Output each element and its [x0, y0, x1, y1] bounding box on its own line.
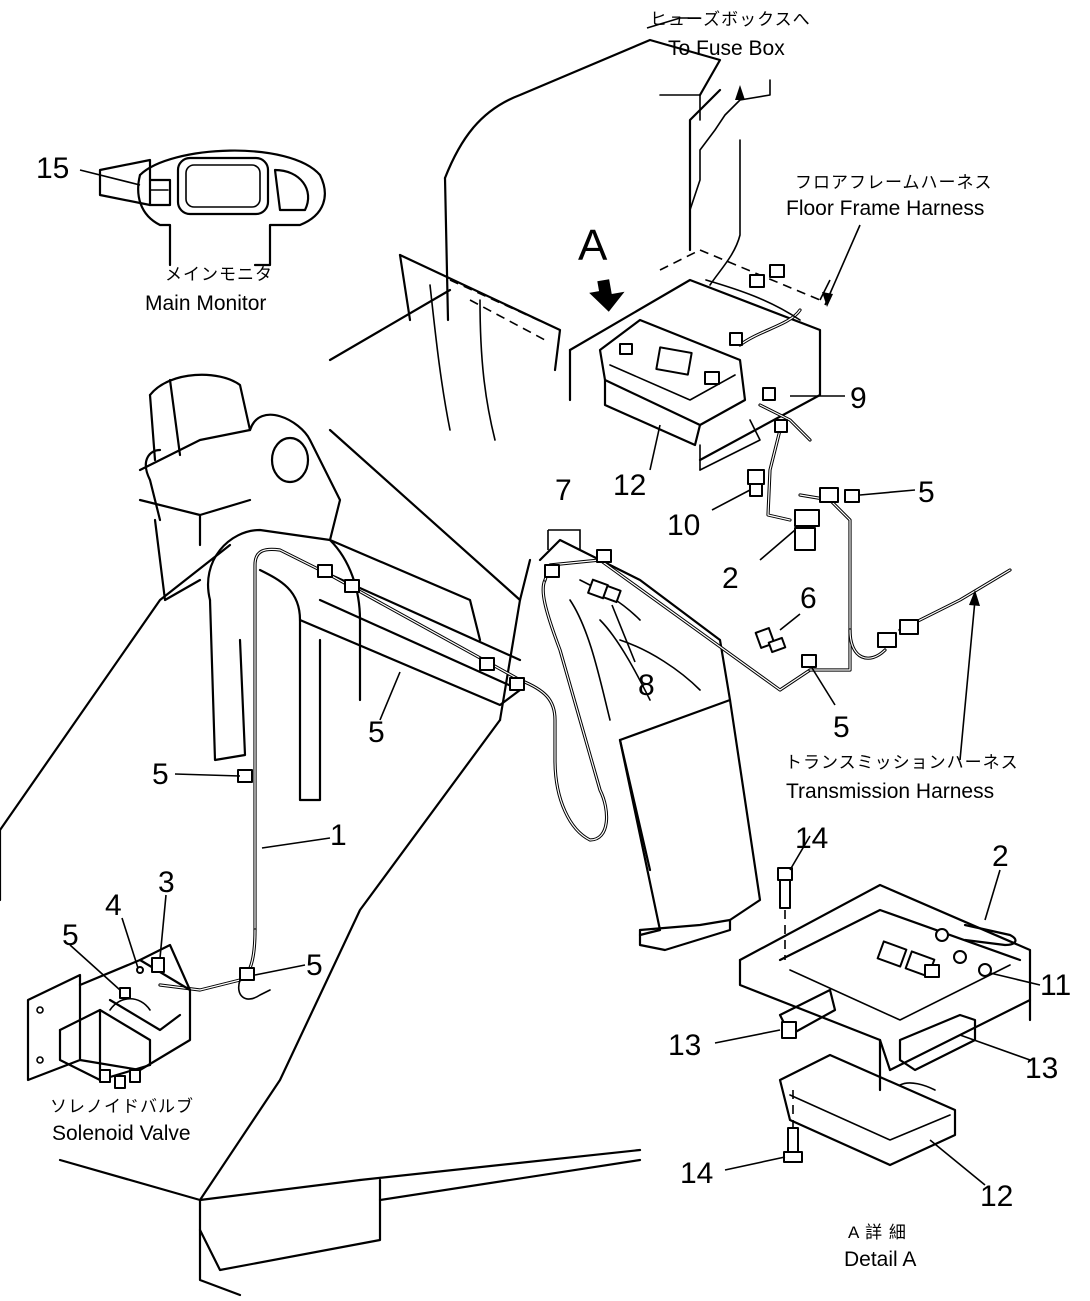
- connector-1: [794, 509, 820, 527]
- clip-9: [801, 654, 817, 668]
- label-floor-harness-en: Floor Frame Harness: [786, 197, 984, 220]
- callout-5-valve: 5: [62, 919, 79, 952]
- connector-5: [899, 619, 919, 635]
- bolt-10: [747, 469, 765, 497]
- connector-3: [819, 487, 839, 503]
- bolt-14-top: [777, 867, 793, 960]
- clips-and-connectors: [237, 264, 919, 981]
- label-fuse-box-jp: ヒューズボックスへ: [650, 10, 811, 29]
- callout-2-detail: 2: [992, 840, 1009, 873]
- connector-6: [762, 387, 776, 401]
- connector-10: [749, 274, 765, 288]
- callout-12-top: 12: [613, 469, 646, 502]
- detail-a-drawing: [738, 867, 1032, 1167]
- callout-2-mid: 2: [722, 562, 739, 595]
- bolt-8: [587, 578, 622, 604]
- callout-6: 6: [800, 582, 817, 615]
- callout-1: 1: [330, 819, 347, 852]
- label-transmission-harness-en: Transmission Harness: [786, 780, 994, 803]
- text-labels: ヒューズボックスへ To Fuse Box フロアフレームハーネス Floor …: [50, 10, 1019, 1271]
- callout-13-left: 13: [668, 1029, 701, 1062]
- clip-8: [596, 549, 612, 563]
- callout-5-valve-clip: 5: [306, 949, 323, 982]
- callout-5-trans: 5: [833, 711, 850, 744]
- label-solenoid-valve-jp: ソレノイドバルブ: [50, 1096, 194, 1116]
- clip-4: [509, 677, 525, 691]
- leader-lines: [69, 17, 1041, 1186]
- label-fuse-box-en: To Fuse Box: [668, 37, 785, 60]
- callout-8: 8: [638, 669, 655, 702]
- machine-frame-drawing: [0, 38, 762, 1297]
- callout-5-left: 5: [152, 758, 169, 791]
- callout-11: 11: [1040, 969, 1071, 1002]
- valve-part-3: [151, 957, 165, 973]
- part-11: [978, 963, 992, 977]
- callout-15: 15: [36, 152, 69, 185]
- label-main-monitor-jp: メインモニタ: [165, 265, 273, 284]
- clip-3: [479, 657, 495, 671]
- callout-5-right-top: 5: [918, 476, 935, 509]
- connector-8: [729, 332, 743, 346]
- valve-part-4: [136, 966, 144, 974]
- bolt-6: [754, 627, 787, 654]
- callout-12-bottom: 12: [980, 1180, 1013, 1213]
- callout-9: 9: [850, 382, 867, 415]
- bolt-14-bottom: [783, 1090, 803, 1163]
- solenoid-valve-drawing: [26, 943, 192, 1089]
- connector-7: [774, 419, 788, 433]
- clip-10: [844, 489, 860, 503]
- connector-9: [769, 264, 785, 278]
- clip-7: [544, 564, 560, 578]
- callout-10: 10: [667, 509, 700, 542]
- label-detail-a-jp: A 詳 細: [848, 1223, 907, 1242]
- main-monitor-drawing: [98, 149, 326, 267]
- label-floor-harness-jp: フロアフレームハーネス: [795, 173, 993, 192]
- label-main-monitor-en: Main Monitor: [145, 292, 266, 315]
- view-arrow-a: [589, 279, 625, 312]
- label-view-a: A: [578, 221, 608, 270]
- callout-13-right: 13: [1025, 1052, 1058, 1085]
- callout-14-bottom: 14: [680, 1157, 713, 1190]
- callout-4: 4: [105, 889, 122, 922]
- clip-2: [344, 579, 360, 593]
- callout-3: 3: [158, 866, 175, 899]
- callout-5-frame: 5: [368, 716, 385, 749]
- clip-6: [239, 967, 255, 981]
- connector-2: [794, 527, 816, 551]
- clip-1: [317, 564, 333, 578]
- clip-5: [237, 769, 253, 783]
- callout-14-top: 14: [795, 822, 828, 855]
- connector-4: [877, 632, 897, 648]
- valve-clip: [119, 987, 131, 999]
- label-detail-a-en: Detail A: [844, 1248, 916, 1271]
- callout-7: 7: [555, 474, 572, 507]
- callout-numbers: 15 9 12 7 10 5 2 6 8 5 5 5 1 3 4 5 5 14 …: [36, 152, 1071, 1213]
- label-solenoid-valve-en: Solenoid Valve: [52, 1122, 191, 1145]
- label-transmission-harness-jp: トランスミッションハーネス: [785, 753, 1019, 772]
